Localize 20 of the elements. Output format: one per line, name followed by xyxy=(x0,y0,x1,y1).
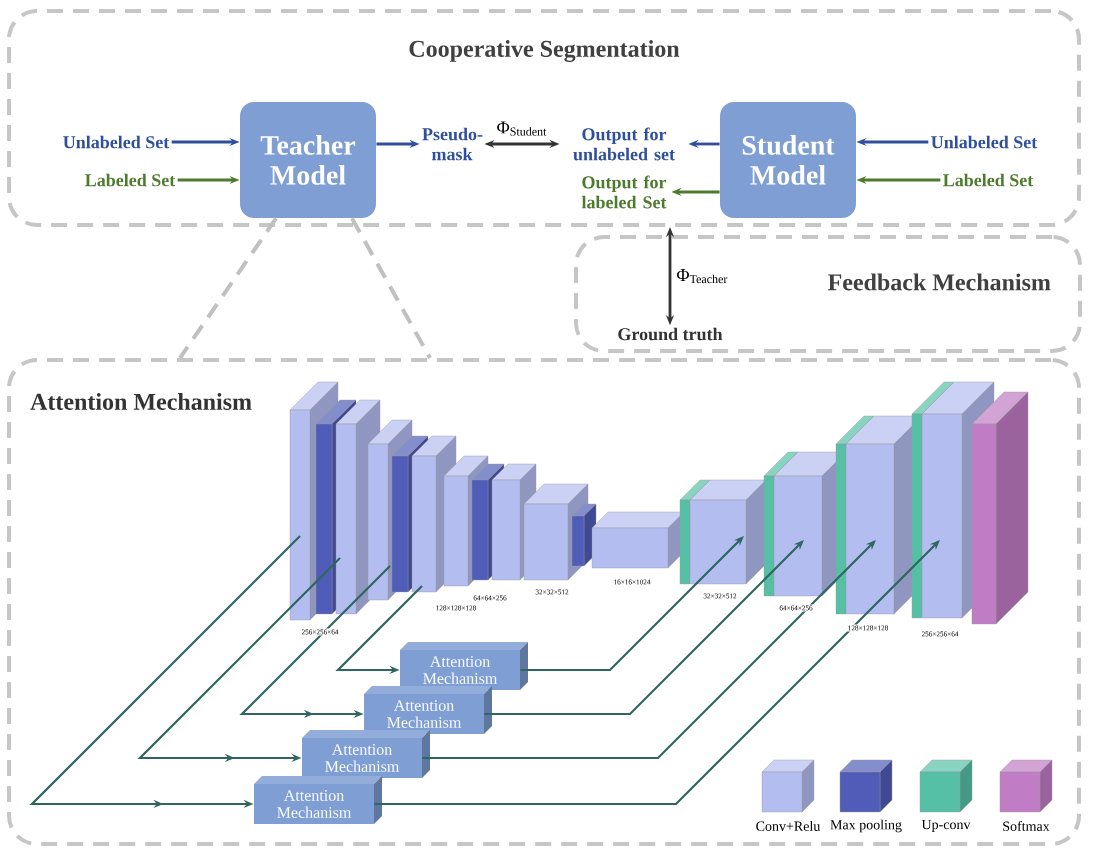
label-text: Labeled Set xyxy=(85,173,176,187)
label-text: Unlabeled Set xyxy=(63,135,170,149)
arrow xyxy=(484,540,804,716)
label-text: Labeled Set xyxy=(943,173,1034,187)
arrow xyxy=(374,540,940,806)
model-box: Student Model xyxy=(720,102,856,218)
edge-label: Φ$_{Student}$ xyxy=(494,119,550,138)
model-box: Teacher Model xyxy=(240,102,376,218)
attention-box: Attention Mechanism xyxy=(254,776,382,824)
label-text: Unlabeled Set xyxy=(931,135,1038,149)
arrow xyxy=(520,536,744,672)
edge-label: Φ$_{Teacher}$ xyxy=(674,267,731,286)
label-text: Output for labeled Set xyxy=(581,175,667,209)
attention-box: Attention Mechanism xyxy=(364,686,492,734)
attention-box: Attention Mechanism xyxy=(302,730,430,778)
label-text: Pseudo-mask xyxy=(422,127,483,161)
label-text: Output for unlabeled set xyxy=(573,127,675,161)
attention-box: Attention Mechanism xyxy=(400,642,528,690)
arrow xyxy=(422,540,876,760)
label-text: Ground truth xyxy=(618,327,723,341)
